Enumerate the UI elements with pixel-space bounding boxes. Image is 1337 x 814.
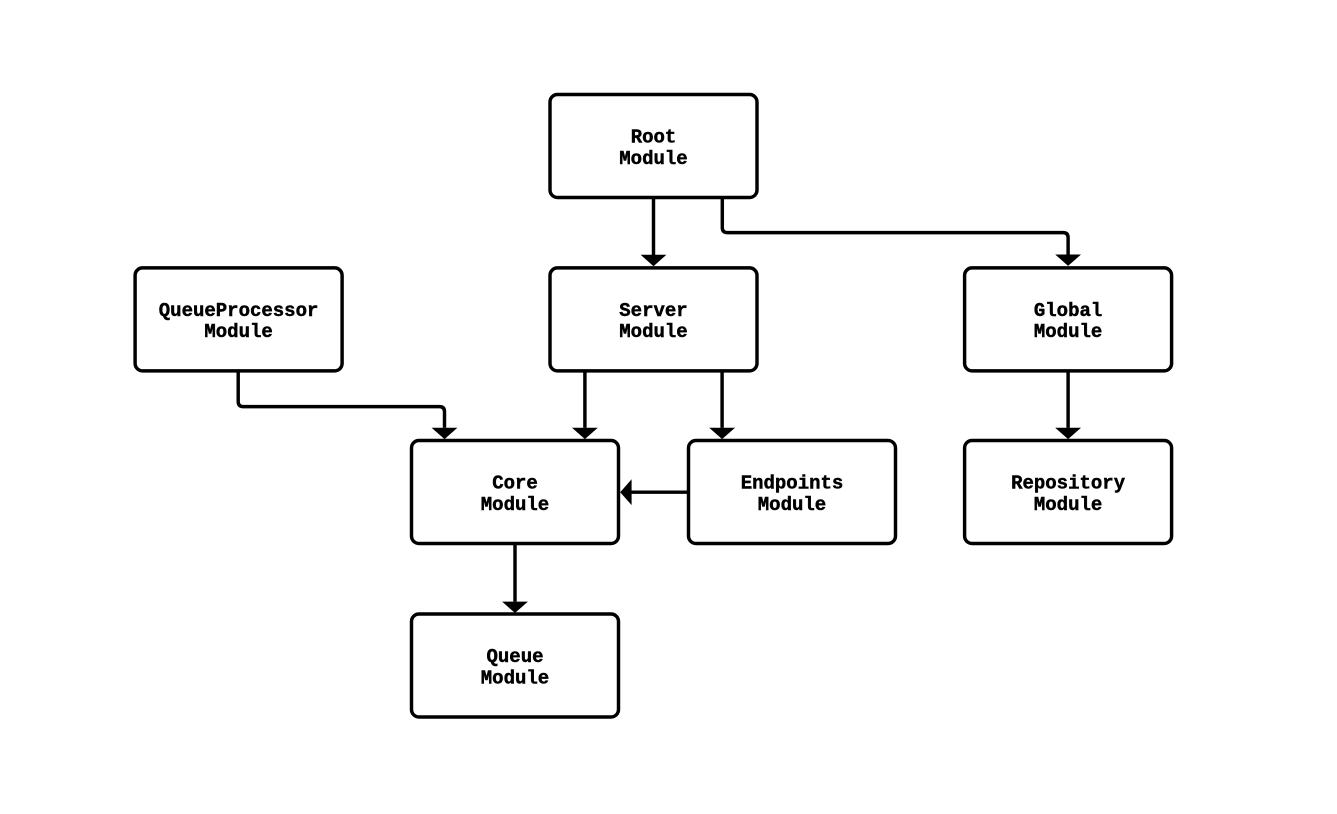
svg-text:Module: Module — [204, 321, 272, 343]
svg-text:Module: Module — [481, 494, 549, 516]
svg-text:Module: Module — [619, 148, 687, 170]
svg-text:Module: Module — [1034, 321, 1102, 343]
svg-text:Endpoints: Endpoints — [741, 473, 844, 495]
svg-text:Core: Core — [492, 473, 538, 495]
svg-text:Repository: Repository — [1011, 473, 1126, 495]
svg-text:QueueProcessor: QueueProcessor — [159, 300, 319, 322]
svg-text:Module: Module — [1034, 494, 1102, 516]
svg-text:Global: Global — [1034, 300, 1102, 322]
svg-text:Module: Module — [758, 494, 826, 516]
svg-text:Server: Server — [619, 300, 687, 322]
svg-text:Queue: Queue — [486, 646, 543, 668]
svg-text:Module: Module — [619, 321, 687, 343]
svg-text:Module: Module — [481, 667, 549, 689]
svg-text:Root: Root — [631, 127, 677, 149]
